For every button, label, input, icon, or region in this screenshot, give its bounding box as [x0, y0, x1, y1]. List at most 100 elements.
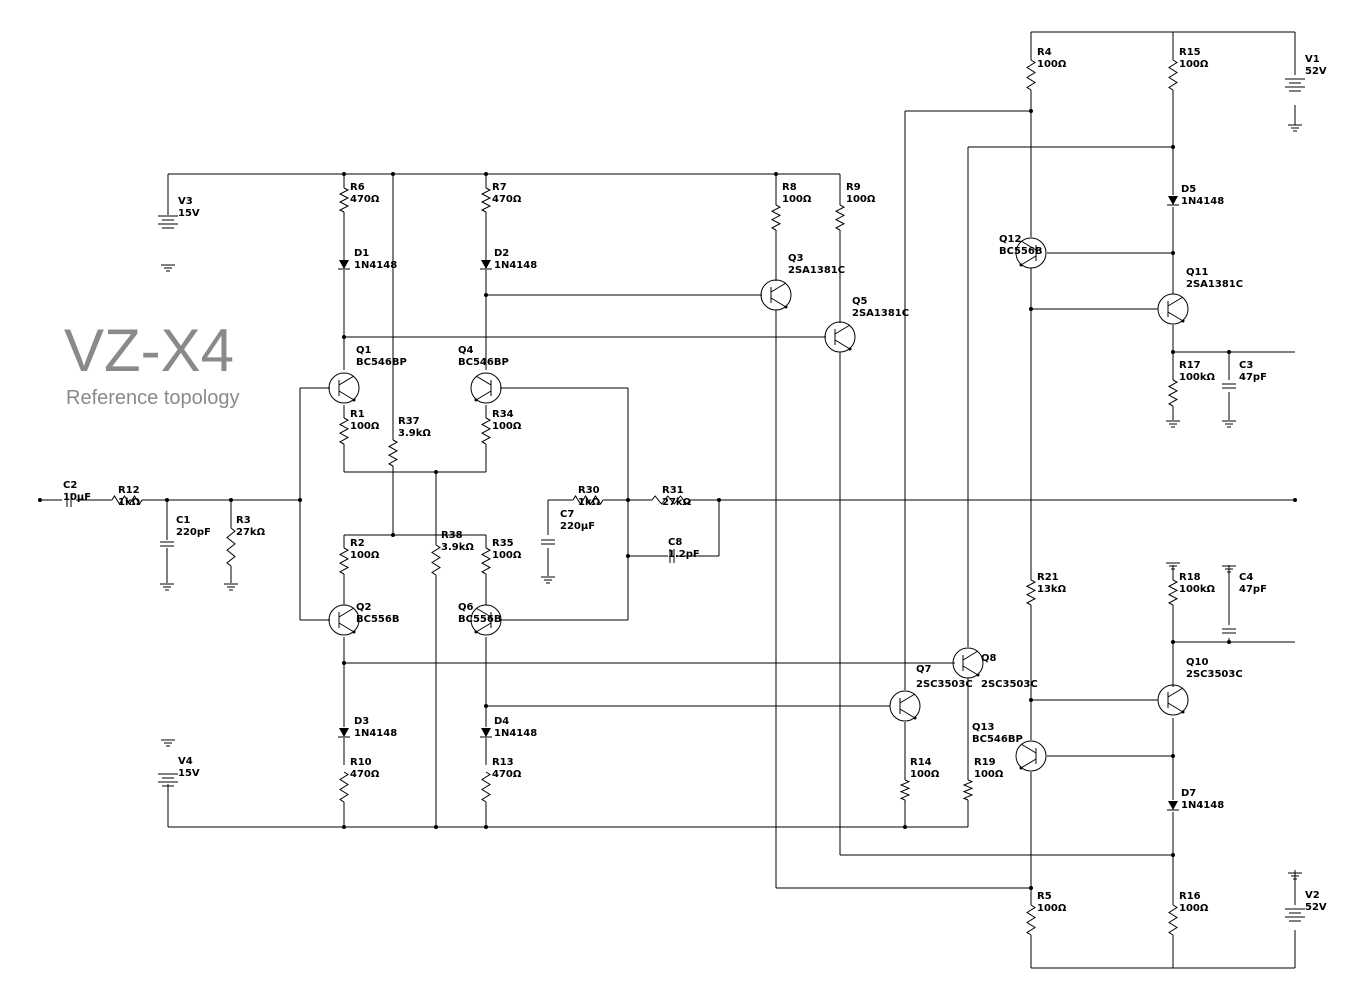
ref-d7: D7 — [1181, 788, 1196, 799]
value-r31: 27kΩ — [662, 497, 692, 508]
transistor-q5 — [824, 321, 856, 353]
value-r1: 100Ω — [350, 421, 380, 432]
ref-r30: R30 — [578, 485, 600, 496]
resistor-r8 — [770, 204, 782, 231]
ref-r4: R4 — [1037, 47, 1052, 58]
resistor-r16 — [1168, 904, 1178, 936]
value-r5: 100Ω — [1037, 903, 1067, 914]
value-r12: 1kΩ — [118, 497, 141, 508]
value-v3: 15V — [178, 208, 200, 219]
value-q8: 2SC3503C — [981, 679, 1038, 690]
resistor-r13 — [481, 771, 491, 803]
value-c4: 47pF — [1239, 584, 1267, 595]
ref-r7: R7 — [492, 182, 507, 193]
ref-r3: R3 — [236, 515, 251, 526]
diode-d4 — [480, 728, 492, 738]
resistor-r37 — [387, 439, 399, 467]
value-r13: 470Ω — [492, 769, 522, 780]
resistor-r15 — [1168, 59, 1178, 91]
ref-r8: R8 — [782, 182, 797, 193]
ref-q11: Q11 — [1186, 267, 1208, 278]
wires — [38, 31, 1297, 969]
ref-d5: D5 — [1181, 184, 1196, 195]
value-r14: 100Ω — [910, 769, 940, 780]
ref-c4: C4 — [1239, 572, 1253, 583]
ref-r14: R14 — [910, 757, 932, 768]
ref-r10: R10 — [350, 757, 372, 768]
ref-q8: Q8 — [981, 653, 997, 664]
value-q7: 2SC3503C — [916, 679, 973, 690]
transistor-q12 — [1015, 237, 1047, 269]
diode-d3 — [338, 728, 350, 738]
resistor-r7 — [480, 187, 492, 213]
ref-c2: C2 — [63, 480, 77, 491]
capacitor-c8 — [669, 549, 675, 563]
resistor-r31 — [651, 495, 691, 505]
ground-r3 — [224, 583, 238, 591]
diode-d7 — [1167, 801, 1179, 811]
ground-r18 — [1166, 562, 1180, 570]
transistor-q7 — [889, 690, 921, 722]
value-d1: 1N4148 — [354, 260, 397, 271]
ground-c4 — [1222, 565, 1236, 573]
value-d7: 1N4148 — [1181, 800, 1224, 811]
value-q2: BC556B — [356, 614, 399, 625]
ref-q10: Q10 — [1186, 657, 1208, 668]
transistor-q2 — [328, 604, 360, 636]
ref-d3: D3 — [354, 716, 369, 727]
ground-r17 — [1166, 420, 1180, 428]
component-symbols — [66, 59, 1305, 936]
ref-c1: C1 — [176, 515, 190, 526]
value-v4: 15V — [178, 768, 200, 779]
value-q1: BC546BP — [356, 357, 407, 368]
resistor-r34 — [480, 417, 492, 445]
ground-v4 — [161, 739, 175, 747]
ref-v1: V1 — [1305, 54, 1320, 65]
ref-c7: C7 — [560, 509, 574, 520]
value-q6: BC556B — [458, 614, 501, 625]
schematic-subtitle: Reference topology — [66, 387, 239, 409]
value-r7: 470Ω — [492, 194, 522, 205]
value-q4: BC546BP — [458, 357, 509, 368]
ref-q7: Q7 — [916, 664, 932, 675]
transistor-q13 — [1015, 740, 1047, 772]
ref-r12: R12 — [118, 485, 140, 496]
resistor-r14 — [899, 779, 911, 801]
transistor-q4 — [470, 372, 502, 404]
resistor-r12 — [111, 495, 143, 505]
ref-r5: R5 — [1037, 891, 1052, 902]
transistor-q3 — [760, 279, 792, 311]
ground-c7 — [541, 576, 555, 584]
ref-r16: R16 — [1179, 891, 1201, 902]
value-c8: 1.2pF — [668, 549, 700, 560]
capacitor-c7 — [541, 539, 555, 545]
value-q5: 2SA1381C — [852, 308, 909, 319]
capacitor-c1 — [160, 541, 174, 547]
value-r35: 100Ω — [492, 550, 522, 561]
resistor-r30 — [572, 495, 604, 505]
ground-v2 — [1288, 872, 1302, 880]
capacitor-c3 — [1222, 383, 1236, 389]
ref-q1: Q1 — [356, 345, 372, 356]
value-r38: 3.9kΩ — [441, 542, 474, 553]
battery-v4 — [158, 773, 178, 787]
value-d5: 1N4148 — [1181, 196, 1224, 207]
ref-r2: R2 — [350, 538, 365, 549]
battery-v3 — [158, 215, 178, 229]
ref-q4: Q4 — [458, 345, 474, 356]
resistor-r21 — [1025, 579, 1037, 606]
resistor-r4 — [1026, 59, 1036, 91]
value-v2: 52V — [1305, 902, 1327, 913]
resistor-r1 — [338, 417, 350, 445]
value-r16: 100Ω — [1179, 903, 1209, 914]
resistor-r6 — [338, 187, 350, 213]
value-r21: 13kΩ — [1037, 584, 1067, 595]
capacitor-c4 — [1222, 628, 1236, 634]
value-r2: 100Ω — [350, 550, 380, 561]
ref-r21: R21 — [1037, 572, 1059, 583]
ref-r18: R18 — [1179, 572, 1201, 583]
value-r4: 100Ω — [1037, 59, 1067, 70]
value-r15: 100Ω — [1179, 59, 1209, 70]
ref-r17: R17 — [1179, 360, 1201, 371]
